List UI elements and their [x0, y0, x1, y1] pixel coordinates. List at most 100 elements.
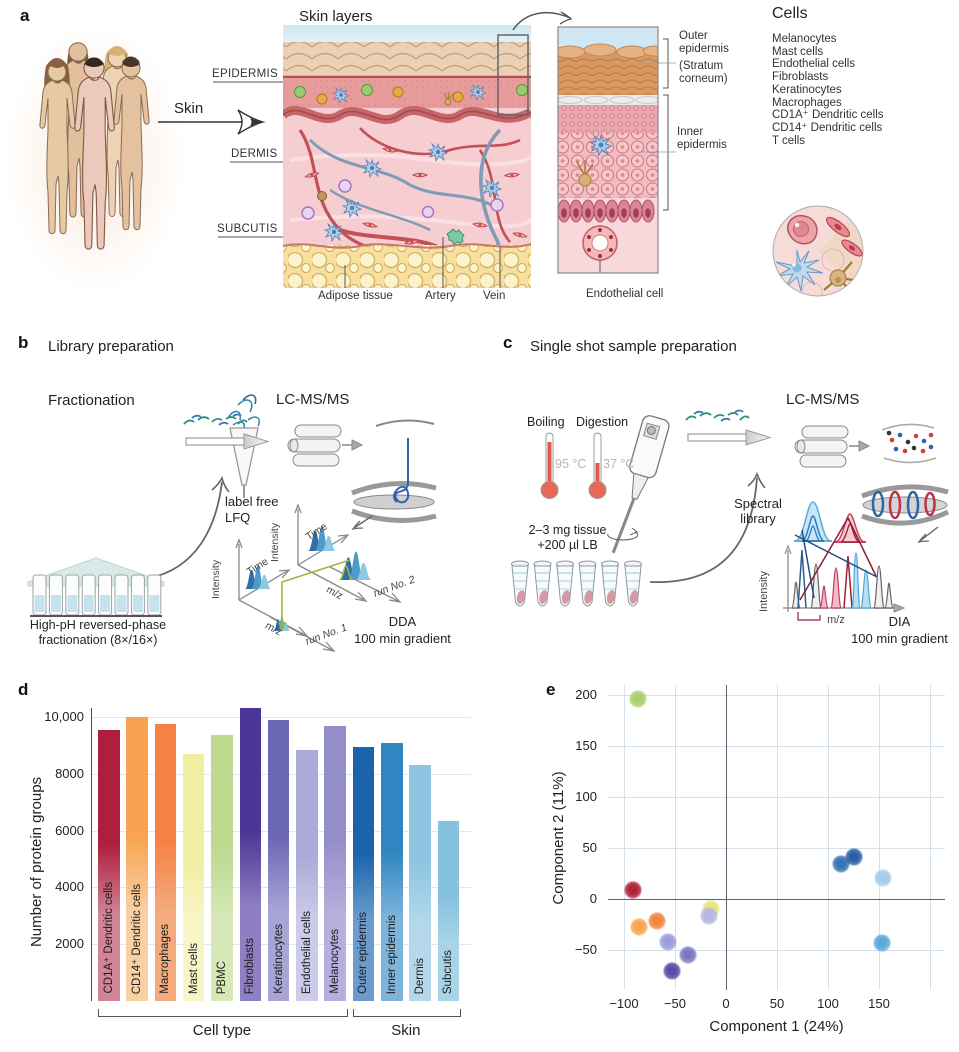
tissue-amount-label: 2–3 mg tissue +200 µl LB [528, 523, 607, 552]
cells-list-item: Melanocytes [772, 33, 837, 45]
scatter-xtick: 150 [868, 996, 890, 1011]
bar: PBMC [211, 735, 233, 1001]
stratum-corneum-label: (Stratum corneum) [679, 60, 728, 85]
skin-layers-title: Skin layers [299, 8, 373, 25]
peptide-ions-icon [881, 423, 937, 464]
scatter-ytick: 200 [575, 687, 597, 702]
cells-list-title: Cells [772, 5, 808, 22]
bar-label: Melanocytes [329, 929, 342, 994]
bar-gridline [92, 717, 471, 718]
scatter-xtick: 0 [722, 996, 730, 1011]
scatter-point [648, 912, 666, 930]
zoom-region-box [497, 34, 529, 116]
scatter-ytick: 100 [575, 789, 597, 804]
bar-ytick: 6000 [55, 822, 84, 838]
bar-y-axis-title: Number of protein groups [28, 776, 45, 948]
lc-column-icon [794, 425, 870, 468]
fractionation-label: Fractionation [48, 392, 135, 409]
artery-label: Artery [425, 290, 456, 302]
scatter-ytick: −50 [574, 942, 597, 957]
scatter-xtick: −100 [609, 996, 639, 1011]
boiling-temp-label: 95 °C [555, 457, 587, 471]
fractionation-plate-icon [27, 557, 165, 617]
scatter-xtick: 100 [817, 996, 839, 1011]
panel-a-illustration [5, 11, 864, 297]
human-figures-illustration [5, 25, 185, 295]
layer-label-epidermis: EPIDERMIS [212, 68, 278, 80]
scatter-gridline-h [608, 848, 945, 849]
cells-list-item: Fibroblasts [772, 71, 829, 84]
bar-ytick: 4000 [55, 879, 84, 895]
bar: Melanocytes [324, 725, 346, 1001]
bar: Inner epidermis [381, 742, 403, 1001]
spectral-library-label: Spectral library [734, 496, 782, 526]
epidermis-inset-illustration [557, 26, 676, 274]
intensity-axis-label: Intensity [210, 559, 222, 599]
bar: CD14⁺ Dendritic cells [126, 717, 148, 1001]
intensity-axis-label: Intensity [758, 571, 770, 612]
lfq-match-line [278, 559, 351, 632]
scatter-zero-x-axis [608, 899, 945, 901]
scatter-zero-y-axis [726, 685, 728, 990]
cells-list-item: Keratinocytes [772, 83, 842, 96]
bar-label: Outer epidermis [357, 912, 370, 994]
cells-list-item: Endothelial cells [772, 58, 856, 71]
layer-label-subcutis: SUBCUTIS [217, 223, 278, 235]
bar-label: Keratinocytes [272, 924, 285, 994]
scatter-point [663, 962, 681, 980]
bar-label: Inner epidermis [385, 914, 398, 994]
lcmsms-label: LC-MS/MS [786, 391, 860, 408]
zoom-arrow [512, 11, 573, 31]
group-bracket [98, 1009, 348, 1017]
skin-arrow [158, 109, 266, 135]
lcmsms-label: LC-MS/MS [276, 391, 350, 408]
scatter-gridline-v [624, 685, 625, 990]
adipose-tissue-label: Adipose tissue [318, 290, 393, 302]
intensity-axis-label: Intensity [269, 522, 281, 562]
scatter-x-axis-title: Component 1 (24%) [709, 1018, 844, 1035]
panel-a: a Skin layers Skin EPIDERMIS DERMIS SUBC… [0, 0, 959, 330]
scatter-point [679, 946, 697, 964]
group-label: Cell type [192, 1022, 252, 1039]
group-label: Skin [391, 1022, 421, 1039]
scatter-gridline-v [777, 685, 778, 990]
scatter-gridline-h [608, 695, 945, 696]
panel-b-label: b [18, 333, 29, 352]
panel-b-flow-arrow [149, 475, 230, 579]
bar-label: CD1A⁺ Dendritic cells [102, 882, 115, 994]
scatter-point [700, 907, 718, 925]
bar-label: Endothelial cells [300, 910, 313, 994]
layer-label-dermis: DERMIS [231, 148, 278, 160]
sample-tubes-icon [511, 560, 642, 607]
dia-label: DIA [888, 614, 911, 629]
panel-b-illustration [27, 394, 437, 652]
cells-list-item: Macrophages [772, 96, 842, 109]
scatter-gridline-h [608, 746, 945, 747]
bar: Outer epidermis [352, 746, 375, 1001]
scatter-xtick: −50 [663, 996, 687, 1011]
bar-ytick: 8000 [55, 765, 84, 781]
dia-spectrum [783, 517, 906, 621]
bar-label: PBMC [215, 960, 228, 994]
inner-epidermis-label: Inner epidermis [677, 126, 727, 151]
bar-label: Dermis [414, 957, 427, 994]
layer-brackets [213, 57, 292, 278]
panel-c-flow-arrow [649, 471, 766, 583]
scatter-point [629, 690, 647, 708]
scatter-xtick: 50 [769, 996, 785, 1011]
scatter-gridline-v [675, 685, 676, 990]
digestion-label: Digestion [576, 415, 629, 429]
scatter-ytick: 50 [582, 840, 597, 855]
panel-c-title: Single shot sample preparation [530, 338, 737, 355]
scatter-point [873, 934, 891, 952]
bar: Subcutis [437, 820, 460, 1001]
panel-b-title: Library preparation [48, 338, 174, 355]
scatter-point [630, 918, 648, 936]
bar: Macrophages [154, 724, 177, 1001]
bar: Mast cells [182, 753, 205, 1001]
dda-label: DDA [388, 614, 417, 629]
bar: CD1A⁺ Dendritic cells [98, 729, 120, 1001]
boiling-label: Boiling [527, 415, 565, 429]
